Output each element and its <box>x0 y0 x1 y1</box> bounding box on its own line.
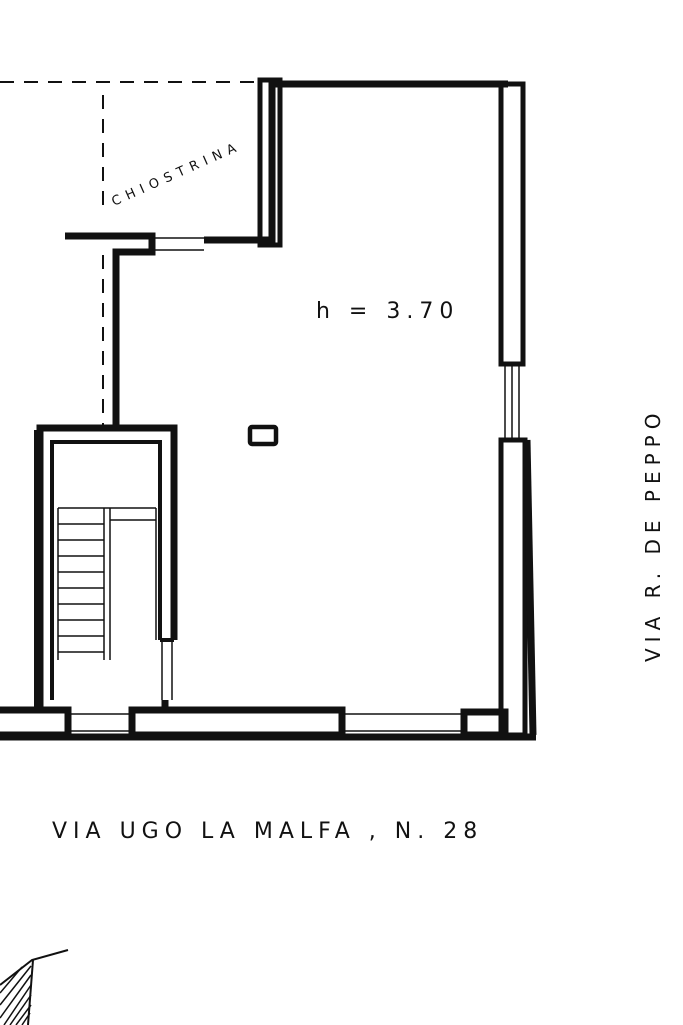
street-side-label: VIA R. DE PEPPO <box>641 408 665 662</box>
courtyard-label: CHIOSTRINA <box>110 139 245 210</box>
exterior-walls <box>0 77 537 741</box>
staircase <box>57 507 157 660</box>
street-front-label: VIA UGO LA MALFA , N. 28 <box>52 819 483 844</box>
pillar <box>247 424 279 447</box>
stair-enclosure <box>34 424 178 712</box>
ceiling-height-label: h = 3.70 <box>316 299 459 324</box>
hatched-corner <box>0 949 69 1025</box>
courtyard-boundary <box>0 81 258 425</box>
